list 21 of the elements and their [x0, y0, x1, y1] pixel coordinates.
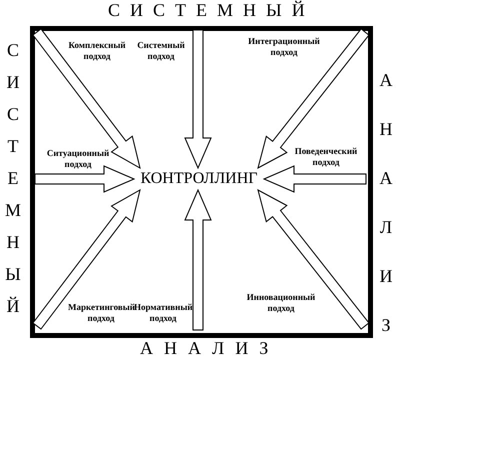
approach-label: Инновационный подход	[246, 292, 316, 314]
block-arrow	[184, 188, 212, 330]
vertical-side-label: АНАЛИЗ	[378, 69, 394, 337]
block-arrow	[32, 189, 141, 330]
side-label: СИСТЕМНЫЙ	[108, 0, 315, 20]
block-arrow	[32, 28, 141, 169]
approach-label: Поведенческий подход	[294, 146, 358, 168]
block-arrow	[262, 165, 366, 193]
center-label: КОНТРОЛЛИНГ	[139, 169, 259, 189]
approach-label: Системный подход	[136, 40, 186, 62]
block-arrow	[257, 189, 370, 330]
block-arrow	[34, 165, 136, 193]
approach-label: Ситуационный подход	[46, 148, 110, 170]
approach-label: Комплексный подход	[67, 40, 127, 62]
approach-label: Нормативный подход	[134, 302, 192, 324]
approach-label: Маркетинговый подход	[68, 302, 134, 324]
block-arrow	[257, 28, 370, 169]
vertical-side-label: СИСТЕМНЫЙ	[4, 39, 22, 318]
block-arrow	[184, 30, 212, 170]
approach-label: Интеграционный подход	[247, 36, 321, 58]
side-label: АНАЛИЗ	[140, 338, 280, 358]
